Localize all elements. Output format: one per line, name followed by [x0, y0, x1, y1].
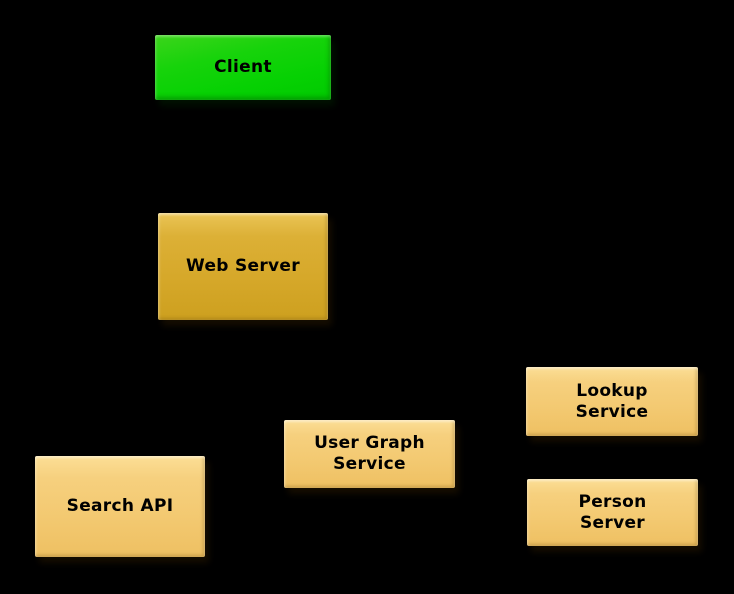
node-user-graph-service: User Graph Service — [284, 420, 455, 488]
node-client: Client — [155, 35, 331, 100]
node-web-server-label: Web Server — [186, 256, 300, 277]
node-client-label: Client — [214, 57, 272, 78]
node-search-api-label: Search API — [66, 496, 174, 517]
node-web-server: Web Server — [158, 213, 328, 320]
node-lookup-service-label: Lookup Service — [575, 380, 649, 422]
node-search-api: Search API — [35, 456, 205, 557]
node-user-graph-service-label: User Graph Service — [314, 433, 425, 474]
node-person-server-label: Person Server — [578, 491, 647, 533]
node-lookup-service: Lookup Service — [526, 367, 698, 436]
node-person-server: Person Server — [527, 479, 698, 546]
